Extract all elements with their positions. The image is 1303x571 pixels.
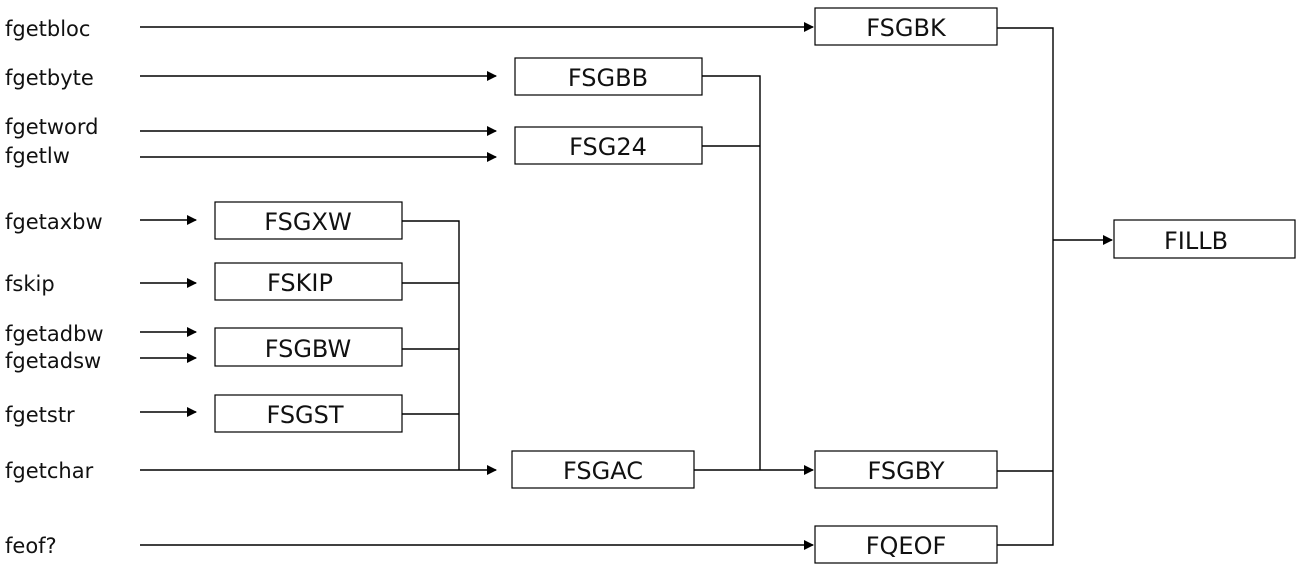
node-fsgby: FSGBY <box>814 450 998 489</box>
input-label-fgetword: fgetword <box>5 115 99 139</box>
node-fsg24: FSG24 <box>514 126 703 165</box>
input-label-fgetstr: fgetstr <box>5 403 75 427</box>
node-fillb: FILLB <box>1113 219 1296 259</box>
input-label-fgetbyte: fgetbyte <box>5 66 94 90</box>
node-fsgst: FSGST <box>214 394 403 433</box>
edge-fsgxw-merge <box>402 220 460 470</box>
node-label-fillb: FILLB <box>1164 227 1228 255</box>
edge-fsgbb-merge <box>702 75 761 470</box>
node-fsgbw: FSGBW <box>214 327 403 367</box>
node-label-fskip: FSKIP <box>267 269 333 297</box>
input-label-fgetbloc: fgetbloc <box>5 17 90 41</box>
node-fsgbb: FSGBB <box>514 57 703 96</box>
input-label-fgetchar: fgetchar <box>5 459 94 483</box>
node-label-fsgbk: FSGBK <box>866 14 947 42</box>
node-fskip: FSKIP <box>214 262 403 301</box>
input-label-fgetadsw: fgetadsw <box>5 349 101 373</box>
node-label-fsgby: FSGBY <box>867 457 944 485</box>
edge-fsgbk-fqeof-merge <box>997 27 1054 546</box>
node-fsgxw: FSGXW <box>214 201 403 240</box>
node-label-fsgxw: FSGXW <box>264 208 351 236</box>
node-label-fsgbb: FSGBB <box>568 64 648 92</box>
node-label-fsgbw: FSGBW <box>265 335 352 363</box>
node-label-fsgac: FSGAC <box>563 457 643 485</box>
input-label-fgetlw: fgetlw <box>5 144 70 168</box>
input-label-fgetadbw: fgetadbw <box>5 322 104 346</box>
input-label-fskip: fskip <box>5 272 55 296</box>
node-fsgbk: FSGBK <box>814 7 998 46</box>
node-fsgac: FSGAC <box>511 450 695 489</box>
node-fqeof: FQEOF <box>814 525 998 564</box>
input-label-fgetaxbw: fgetaxbw <box>5 210 103 234</box>
node-label-fqeof: FQEOF <box>866 532 947 560</box>
node-label-fsg24: FSG24 <box>569 133 647 161</box>
input-label-feof: feof? <box>5 534 57 558</box>
node-label-fsgst: FSGST <box>266 401 343 429</box>
